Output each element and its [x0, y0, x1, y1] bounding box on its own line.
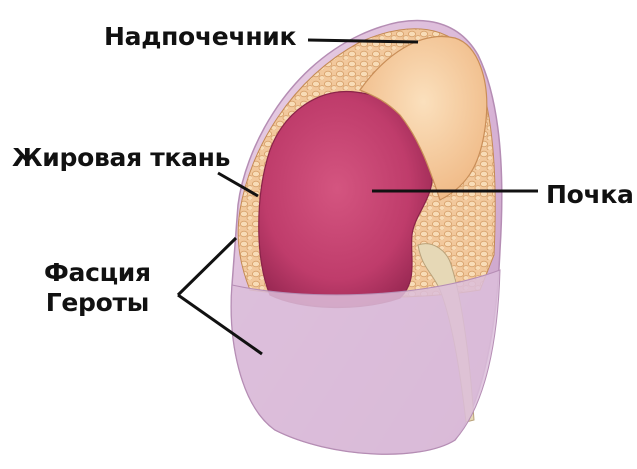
fat-tissue-label: Жировая ткань	[12, 143, 230, 173]
fascia-sheet-shape	[231, 270, 500, 454]
adrenal-label: Надпочечник	[104, 22, 296, 52]
fascia-leader-line-upper	[178, 238, 236, 295]
gerota-fascia-label: Фасция Героты	[44, 258, 151, 317]
adrenal-leader-line	[308, 40, 418, 42]
gerota-fascia-label-line2: Героты	[44, 288, 151, 318]
gerota-fascia-label-line1: Фасция	[44, 258, 151, 288]
kidney-label: Почка	[546, 180, 634, 210]
